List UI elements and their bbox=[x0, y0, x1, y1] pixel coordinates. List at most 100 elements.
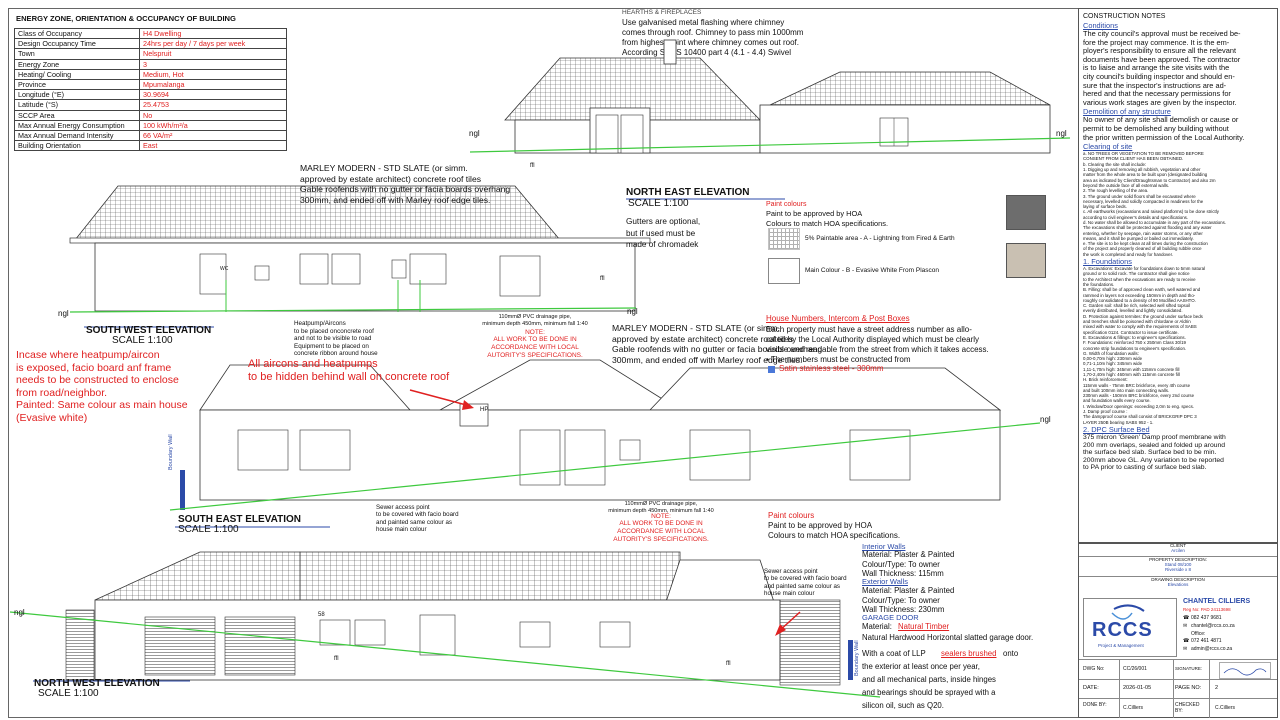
interior-walls-text: Material: Plaster & Painted Colour/Type:… bbox=[862, 550, 955, 579]
aircon-arrow bbox=[409, 389, 471, 407]
date-value: 2026-01-05 bbox=[1123, 685, 1152, 691]
ffl-label-nw-2: ffl bbox=[726, 661, 731, 667]
garage-door-text-2-post: onto bbox=[1003, 649, 1019, 658]
property-line-1: Stand 08/100 bbox=[1164, 562, 1192, 567]
energy-value: East bbox=[139, 140, 287, 152]
boundary-wall-label-se: Boundary Wall bbox=[168, 434, 174, 470]
logo-text: RCCS bbox=[1092, 619, 1153, 641]
number-58-label: 58 bbox=[318, 612, 325, 618]
demolition-head: Demolition of any structure bbox=[1083, 107, 1171, 117]
note-head-2: NOTE: bbox=[651, 513, 671, 520]
ne-elevation-scale: SCALE 1:100 bbox=[628, 198, 689, 209]
note-text-2: ALL WORK TO BE DONE IN ACCORDANCE WITH L… bbox=[613, 520, 709, 543]
title-block: CLIENT Arcilen PROPERTY DESCRIPTION: Sta… bbox=[1078, 542, 1278, 718]
garage-door-text-3: the exterior at least once per year, and… bbox=[862, 662, 996, 710]
ngl-label-ne-left: ngl bbox=[469, 129, 480, 138]
nw-elevation-scale: SCALE 1:100 bbox=[38, 688, 99, 699]
north-west-elevation-drawing bbox=[9, 551, 881, 698]
logo-box: RCCS Project & Management bbox=[1083, 598, 1177, 657]
ffl-label-ne: ffl bbox=[530, 163, 535, 169]
house-numbers-text: Each property must have a street address… bbox=[766, 325, 989, 364]
stainless-swatch bbox=[768, 366, 775, 373]
roof-note-2: MARLEY MODERN - STD SLATE (or simm. appr… bbox=[612, 323, 823, 365]
ngl-label-ne-right: ngl bbox=[1056, 129, 1067, 138]
property-line-2: Riverside x 8 bbox=[1164, 567, 1191, 572]
exterior-walls-head: Exterior Walls bbox=[862, 577, 908, 586]
paint-swatch-b-outline bbox=[768, 258, 800, 284]
roof-note-1: MARLEY MODERN - STD SLATE (or simm. appr… bbox=[300, 163, 511, 205]
note-text-1: ALL WORK TO BE DONE IN ACCORDANCE WITH L… bbox=[487, 336, 583, 359]
office-phone-icon: ☎ bbox=[1183, 638, 1190, 644]
ngl-label-sw-right: ngl bbox=[627, 307, 638, 316]
notes-title: CONSTRUCTION NOTES bbox=[1083, 13, 1166, 20]
sewer-note-2: Sewer access point to be covered with fa… bbox=[764, 568, 847, 598]
house-numbers-material: Satin stainless steel - 300mm bbox=[779, 364, 884, 373]
paint-a-label: 5% Paintable area - A - Lightning from F… bbox=[805, 235, 955, 242]
house-numbers-head: House Numbers, Intercom & Post Boxes bbox=[766, 314, 910, 323]
paint-colours-text-1: Paint to be approved by HOA Colours to m… bbox=[766, 209, 888, 228]
nw-elevation-title: NORTH WEST ELEVATION bbox=[34, 678, 160, 689]
garage-door-head: GARAGE DOOR bbox=[862, 613, 919, 622]
clearing-text: a. NO TREES OR VEGETATION TO BE REMOVED … bbox=[1083, 151, 1227, 257]
logo-subtext: Project & Management bbox=[1098, 643, 1144, 648]
paint-colours-head-2: Paint colours bbox=[768, 511, 815, 520]
construction-notes: CONSTRUCTION NOTES Conditions The city c… bbox=[1078, 8, 1278, 544]
foundations-text: A. Excavations: Excavate for foundations… bbox=[1083, 266, 1206, 425]
elevations-drawing bbox=[9, 39, 1071, 698]
se-elevation-title: SOUTH EAST ELEVATION bbox=[178, 514, 301, 525]
ngl-label-sw-left: ngl bbox=[58, 309, 69, 318]
ngl-label-nw: ngl bbox=[14, 608, 25, 617]
heatpump-exposed-note: Incase where heatpump/aircon is exposed,… bbox=[16, 349, 188, 424]
paint-swatch-b bbox=[1006, 243, 1046, 278]
interior-walls-head: Interior Walls bbox=[862, 542, 906, 551]
title-grid: DWG No: CC/26/001 SIGNATURE: DATE: 2026-… bbox=[1079, 659, 1277, 718]
south-east-elevation-drawing bbox=[169, 359, 1041, 528]
designer-name: CHANTEL CILLIERS bbox=[1183, 598, 1251, 605]
rccs-logo-icon bbox=[1111, 604, 1145, 620]
ngl-label-se: ngl bbox=[1040, 415, 1051, 424]
ffl-label-nw-1: ffl bbox=[334, 656, 339, 662]
property-label: PROPERTY DESCRIPTION: bbox=[1149, 557, 1207, 562]
dwg-no-label: DWG No: bbox=[1083, 666, 1105, 672]
checked-by-label: CHECKED BY: bbox=[1175, 702, 1200, 714]
hearths-title: HEARTHS & FIREPLACES bbox=[622, 9, 702, 16]
boundary-wall-label-nw: Boundary Wall bbox=[854, 640, 860, 676]
client-label: CLIENT bbox=[1169, 543, 1186, 548]
paint-swatch-a-hatch bbox=[768, 228, 800, 250]
wc-label: WC bbox=[220, 266, 229, 272]
foundations-head: 1. Foundations bbox=[1083, 257, 1132, 267]
aircons-hidden-note: All aircons and heatpumps to be hidden b… bbox=[248, 358, 450, 383]
clearing-head: Clearing of site bbox=[1083, 142, 1133, 152]
signature-box bbox=[1219, 662, 1271, 679]
conditions-text: The city council's approval must be rece… bbox=[1083, 29, 1241, 107]
exterior-walls-text: Material: Plaster & Painted Colour/Type:… bbox=[862, 586, 955, 615]
paint-b-label: Main Colour - B - Evasive White From Pla… bbox=[805, 267, 940, 274]
dwg-no-value: CC/26/001 bbox=[1123, 666, 1147, 672]
phone-icon: ☎ bbox=[1183, 615, 1190, 621]
hp-label: HP bbox=[480, 407, 489, 413]
page-no-label: PAGE NO: bbox=[1175, 685, 1202, 691]
dpc-text: 375 micron 'Green' Damp proof membrane w… bbox=[1083, 433, 1226, 472]
se-elevation-scale: SCALE 1:100 bbox=[178, 524, 239, 535]
mail-icon: ✉ bbox=[1183, 623, 1188, 629]
north-east-elevation-drawing bbox=[469, 39, 1071, 154]
garage-door-material-value: Natural Timber bbox=[898, 622, 950, 631]
pvc-note-1: 110mmØ PVC drainage pipe, minimum depth … bbox=[482, 314, 588, 327]
signature-label: SIGNATURE: bbox=[1175, 666, 1203, 671]
south-west-elevation-drawing bbox=[69, 185, 651, 328]
signature-icon bbox=[1223, 668, 1267, 676]
heatpump-note: Heatpump/Aircons to be placed onconcrete… bbox=[294, 320, 378, 358]
demolition-text: No owner of any site shall demolish or c… bbox=[1083, 115, 1245, 142]
ne-elevation-title: NORTH EAST ELEVATION bbox=[626, 187, 750, 198]
garage-door-material-label: Material: bbox=[862, 622, 892, 631]
dpc-head: 2. DPC Surface Bed bbox=[1083, 424, 1150, 434]
office-email: admin@rccs.co.za bbox=[1191, 646, 1233, 652]
client-value: Arcilen bbox=[1171, 548, 1185, 553]
done-by-value: C.Cilliers bbox=[1123, 705, 1143, 711]
sw-elevation-scale: SCALE 1:100 bbox=[112, 335, 173, 346]
date-label: DATE: bbox=[1083, 685, 1099, 691]
ffl-label-sw: ffl bbox=[600, 276, 605, 282]
